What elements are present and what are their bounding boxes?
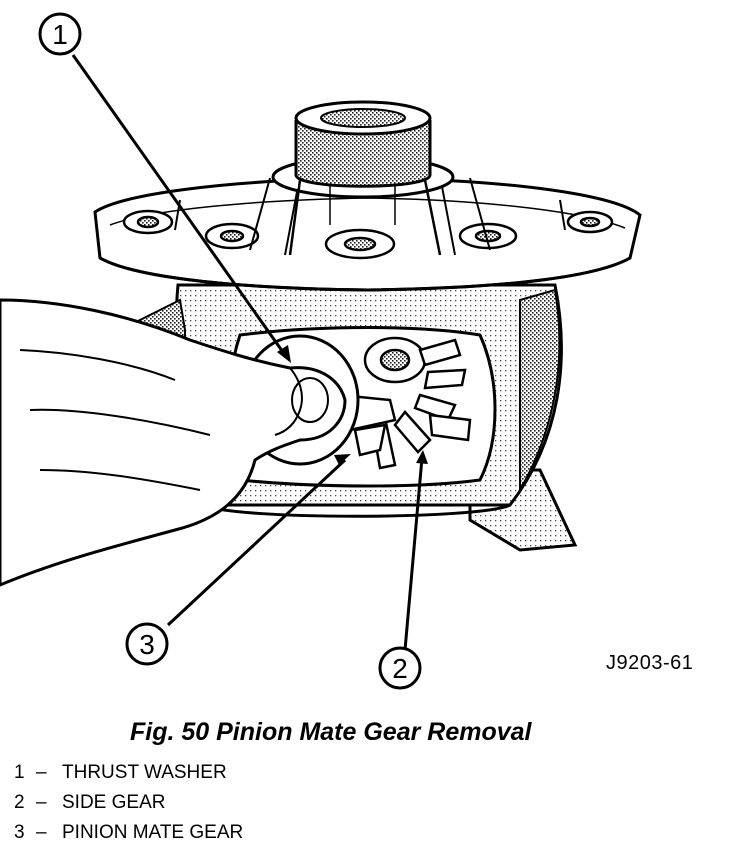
- legend-item-dash: –: [36, 762, 47, 783]
- legend: 1 – THRUST WASHER 2 – SIDE GEAR 3 – PINI…: [14, 758, 243, 848]
- callout-1-label: 1: [52, 19, 68, 50]
- hand: [0, 298, 347, 587]
- legend-item-number: 1: [14, 762, 25, 783]
- legend-item-number: 2: [14, 792, 25, 813]
- legend-item-label: SIDE GEAR: [62, 792, 166, 813]
- figure-caption: Fig. 50 Pinion Mate Gear Removal: [130, 718, 532, 746]
- legend-item: 3 – PINION MATE GEAR: [14, 818, 243, 848]
- legend-item: 1 – THRUST WASHER: [14, 758, 243, 788]
- differential-illustration: 1 3 2: [0, 12, 642, 690]
- legend-item-label: PINION MATE GEAR: [62, 822, 244, 843]
- drawing-id: J9203-61: [606, 652, 694, 674]
- callout-3: 3: [125, 622, 169, 666]
- callout-2: 2: [378, 646, 422, 690]
- callout-1: 1: [38, 12, 82, 56]
- side-gear: [363, 336, 467, 470]
- legend-item-dash: –: [36, 822, 47, 843]
- legend-item-dash: –: [36, 792, 47, 813]
- callout-2-label: 2: [392, 653, 408, 684]
- leader-lines: [71, 54, 424, 651]
- legend-item: 2 – SIDE GEAR: [14, 788, 243, 818]
- legend-item-number: 3: [14, 822, 25, 843]
- legend-item-label: THRUST WASHER: [62, 762, 227, 783]
- hub-cylinder: [294, 120, 432, 188]
- callout-3-label: 3: [139, 629, 155, 660]
- flange-bolt-bosses: [122, 209, 614, 260]
